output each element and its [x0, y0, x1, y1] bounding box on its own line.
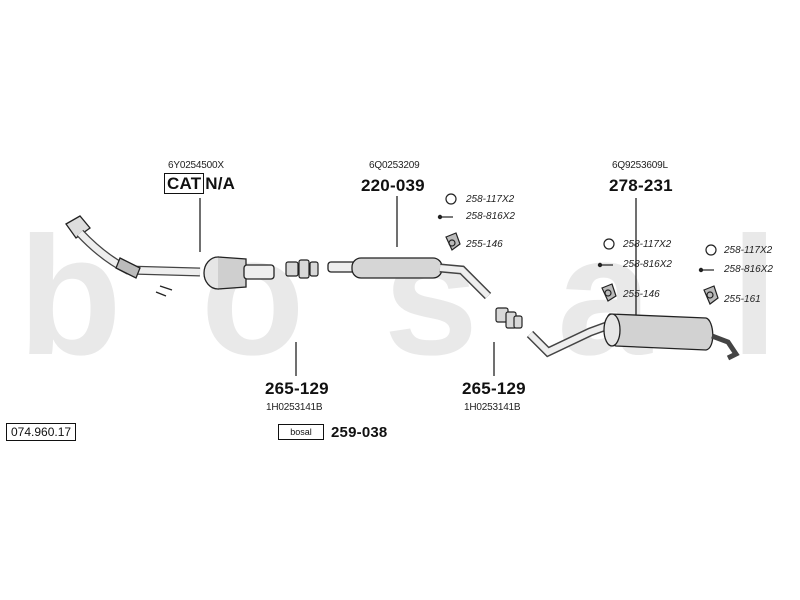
front-pipe-drawing: [327, 257, 492, 300]
clamp-left-drawing: [285, 259, 319, 279]
fitting-kit-box: bosal: [278, 424, 324, 440]
accessory-label: 258-117X2: [466, 194, 515, 205]
accessory-icons-rear-b: [698, 244, 719, 305]
bolt-icon: [597, 262, 613, 268]
reference-number: 074.960.17: [6, 423, 77, 441]
accessory-label: 258-117X2: [623, 239, 672, 250]
rubber-mount-icon: [703, 285, 719, 305]
clamp-middle-oe-number: 1H0253141B: [464, 402, 521, 413]
rear-silencer-drawing: [526, 313, 740, 361]
front-pipe-part-number: 220-039: [361, 176, 425, 195]
accessory-icons-rear-a: [597, 238, 617, 302]
rear-silencer-oe-number: 6Q9253609L: [612, 160, 668, 171]
accessory-label: 258-117X2: [724, 245, 773, 256]
bolt-icon: [437, 214, 453, 220]
leader-lines: [199, 196, 637, 376]
accessory-label: 258-816X2: [623, 259, 672, 270]
fitting-kit-part-number: 259-038: [331, 424, 388, 441]
accessory-label: 255-146: [466, 239, 503, 250]
cat-oe-number: 6Y0254500X: [168, 160, 224, 171]
cat-badge: CAT: [164, 173, 205, 194]
front-pipe-oe-number: 6Q0253209: [369, 160, 420, 171]
ring-icon: [705, 244, 717, 256]
rubber-mount-icon: [601, 283, 617, 302]
accessory-label: 258-816X2: [724, 264, 773, 275]
accessory-icons-front: [437, 193, 461, 251]
catalytic-converter-drawing: [65, 215, 275, 297]
cat-part-number: N/A: [205, 174, 236, 193]
clamp-left-oe-number: 1H0253141B: [266, 402, 323, 413]
accessory-label: 258-816X2: [466, 211, 515, 222]
clamp-middle-drawing: [495, 307, 523, 329]
ring-icon: [445, 193, 457, 205]
rubber-mount-icon: [445, 232, 461, 251]
accessory-label: 255-146: [623, 289, 660, 300]
rear-silencer-part-number: 278-231: [609, 176, 673, 195]
bolt-icon: [698, 267, 714, 273]
clamp-left-part-number: 265-129: [265, 379, 329, 398]
ring-icon: [603, 238, 615, 250]
clamp-middle-part-number: 265-129: [462, 379, 526, 398]
accessory-label: 255-161: [724, 294, 761, 305]
